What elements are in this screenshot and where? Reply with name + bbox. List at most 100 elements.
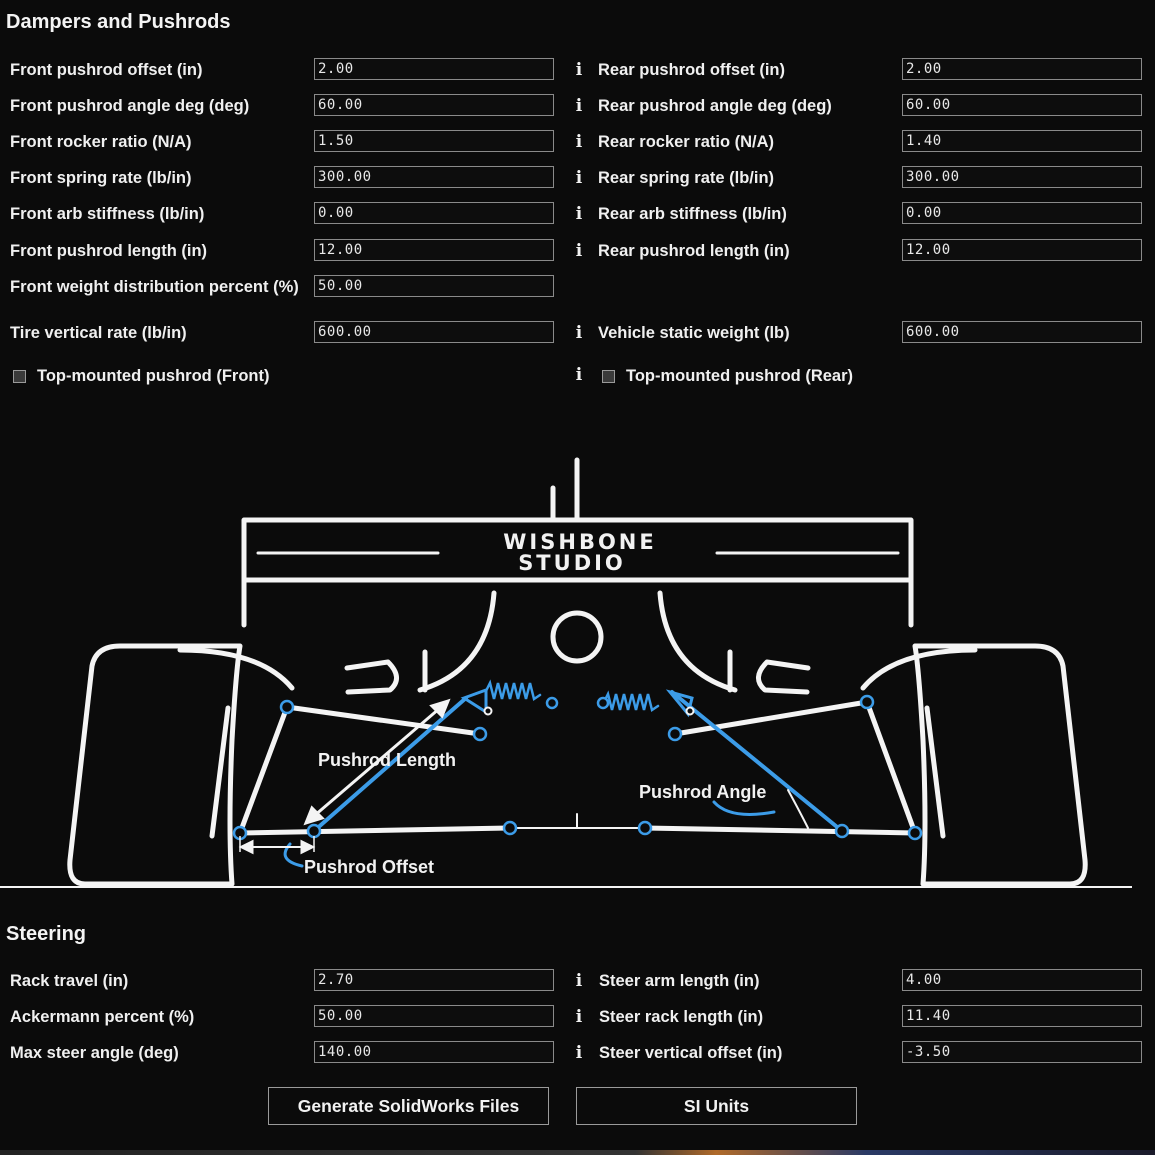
spring-right	[602, 690, 660, 713]
si-units-button[interactable]: SI Units	[576, 1087, 857, 1125]
sidepod-left	[344, 659, 399, 695]
left-tire-top-arc	[177, 647, 295, 691]
vehicle-static-weight-label: Vehicle static weight (lb)	[598, 324, 790, 342]
joint-marker	[545, 696, 559, 710]
ackermann-percent-input[interactable]: 50.00	[314, 1005, 554, 1027]
offset-arrowhead	[238, 839, 254, 855]
front-weight-distribution-input[interactable]: 50.00	[314, 275, 554, 297]
lower-wishbone-left	[237, 825, 513, 836]
rear-spring-rate-input[interactable]: 300.00	[902, 166, 1142, 188]
rear-wing-frame	[241, 517, 914, 583]
top-mounted-rear-checkbox[interactable]	[602, 370, 615, 383]
lower-wishbone-right	[642, 825, 918, 836]
body-arc-right	[657, 590, 738, 693]
vehicle-static-weight-input[interactable]: 600.00	[902, 321, 1142, 343]
rear-arb-stiffness-label: Rear arb stiffness (lb/in)	[598, 205, 787, 223]
info-icon[interactable]: i	[575, 971, 583, 991]
length-arrowhead	[429, 698, 451, 719]
rear-pushrod-offset-input[interactable]: 2.00	[902, 58, 1142, 80]
front-pushrod-angle-input[interactable]: 60.00	[314, 94, 554, 116]
sidepod-right	[756, 659, 811, 695]
right-tire	[912, 643, 1088, 887]
rear-pushrod-angle-label: Rear pushrod angle deg (deg)	[598, 97, 832, 115]
info-icon[interactable]: i	[575, 204, 583, 224]
pushrod-offset-label: Pushrod Offset	[304, 857, 434, 877]
pushrod-left	[312, 696, 468, 833]
rear-pushrod-length-label: Rear pushrod length (in)	[598, 242, 790, 260]
logo-line1: WISHBONE	[503, 530, 656, 554]
body-arc-left	[417, 590, 497, 693]
length-dimension-line	[313, 706, 441, 818]
left-tire-hub	[209, 705, 231, 839]
steering-section-title: Steering	[6, 923, 87, 945]
joint-marker	[834, 823, 850, 839]
info-icon[interactable]: i	[575, 365, 583, 385]
dampers-section-title: Dampers and Pushrods	[6, 11, 231, 33]
rear-pushrod-offset-label: Rear pushrod offset (in)	[598, 61, 786, 79]
top-mounted-front-checkbox[interactable]	[13, 370, 26, 383]
steer-arm-length-input[interactable]: 4.00	[902, 969, 1142, 991]
joint-marker	[306, 823, 322, 839]
max-steer-angle-input[interactable]: 140.00	[314, 1041, 554, 1063]
info-icon[interactable]: i	[575, 323, 583, 343]
front-pushrod-angle-label: Front pushrod angle deg (deg)	[10, 97, 250, 115]
info-icon[interactable]: i	[575, 60, 583, 80]
joint-marker	[907, 825, 923, 841]
roll-hoop-circle	[550, 610, 604, 664]
generate-solidworks-button[interactable]: Generate SolidWorks Files	[268, 1087, 549, 1125]
steer-vertical-offset-label: Steer vertical offset (in)	[599, 1044, 783, 1062]
tire-vertical-rate-label: Tire vertical rate (lb/in)	[10, 324, 187, 342]
info-icon[interactable]: i	[575, 96, 583, 116]
front-rocker-ratio-input[interactable]: 1.50	[314, 130, 554, 152]
pushrod-angle-label: Pushrod Angle	[639, 782, 766, 802]
front-pushrod-offset-input[interactable]: 2.00	[314, 58, 554, 80]
top-mounted-rear-label: Top-mounted pushrod (Rear)	[626, 367, 854, 385]
steer-rack-length-label: Steer rack length (in)	[599, 1008, 764, 1026]
joint-marker	[502, 820, 518, 836]
ackermann-percent-label: Ackermann percent (%)	[10, 1008, 195, 1026]
steer-rack-length-input[interactable]: 11.40	[902, 1005, 1142, 1027]
joint-marker	[596, 696, 610, 710]
rocker-pivot	[685, 706, 695, 716]
joint-marker	[279, 699, 295, 715]
info-icon[interactable]: i	[575, 241, 583, 261]
rear-pushrod-angle-input[interactable]: 60.00	[902, 94, 1142, 116]
rocker-pivot	[483, 706, 493, 716]
steer-vertical-offset-input[interactable]: -3.50	[902, 1041, 1142, 1063]
upright-left	[237, 704, 290, 836]
rear-arb-stiffness-input[interactable]: 0.00	[902, 202, 1142, 224]
front-arb-stiffness-input[interactable]: 0.00	[314, 202, 554, 224]
top-mounted-front-label: Top-mounted pushrod (Front)	[37, 367, 270, 385]
front-spring-rate-input[interactable]: 300.00	[314, 166, 554, 188]
upper-wishbone-right	[672, 699, 870, 737]
rocker-right	[665, 689, 694, 718]
info-icon[interactable]: i	[575, 132, 583, 152]
front-spring-rate-label: Front spring rate (lb/in)	[10, 169, 192, 187]
right-tire-top-arc	[860, 647, 978, 691]
front-pushrod-offset-label: Front pushrod offset (in)	[10, 61, 203, 79]
angle-arc	[787, 789, 809, 829]
front-pushrod-length-label: Front pushrod length (in)	[10, 242, 208, 260]
joint-marker	[859, 694, 875, 710]
suspension-diagram: WISHBONE STUDIO Pushrod Length Pushrod A…	[0, 457, 1132, 888]
info-icon[interactable]: i	[575, 168, 583, 188]
rack-travel-label: Rack travel (in)	[10, 972, 129, 990]
upper-wishbone-left	[284, 704, 483, 737]
rack-travel-input[interactable]: 2.70	[314, 969, 554, 991]
spring-left	[484, 679, 542, 702]
info-icon[interactable]: i	[575, 1043, 583, 1063]
angle-callout-arrow	[712, 800, 776, 816]
front-rocker-ratio-label: Front rocker ratio (N/A)	[10, 133, 192, 151]
offset-arrowhead	[300, 839, 316, 855]
window-bottom-strip	[0, 1150, 1155, 1155]
joint-marker	[637, 820, 653, 836]
info-icon[interactable]: i	[575, 1007, 583, 1027]
rear-rocker-ratio-label: Rear rocker ratio (N/A)	[598, 133, 775, 151]
rear-rocker-ratio-input[interactable]: 1.40	[902, 130, 1142, 152]
upright-right	[864, 699, 918, 836]
front-weight-distribution-label: Front weight distribution percent (%)	[10, 278, 299, 296]
tire-vertical-rate-input[interactable]: 600.00	[314, 321, 554, 343]
rear-spring-rate-label: Rear spring rate (lb/in)	[598, 169, 775, 187]
rear-pushrod-length-input[interactable]: 12.00	[902, 239, 1142, 261]
front-pushrod-length-input[interactable]: 12.00	[314, 239, 554, 261]
